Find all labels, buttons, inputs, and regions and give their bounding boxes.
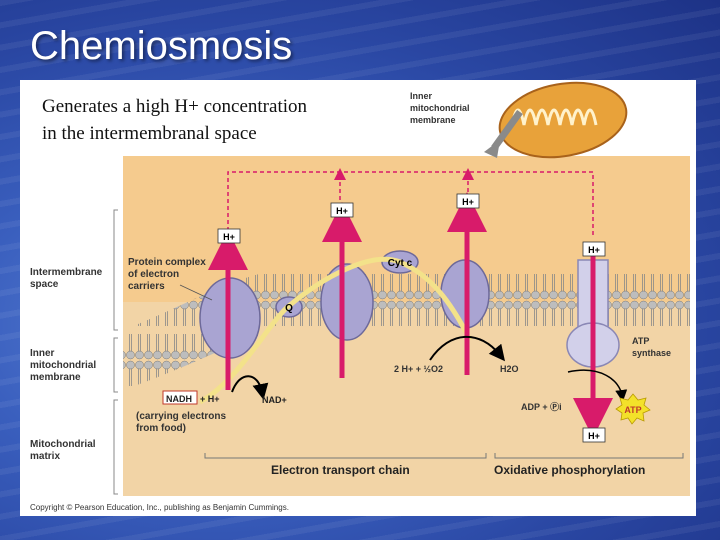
proton-badge: H+ [330,202,354,218]
nadh-box [162,390,198,405]
proton-badge: H+ [582,427,606,443]
svg-text:H+: H+ [588,431,600,441]
section-label-oxphos: Oxidative phosphorylation [494,463,645,477]
nad-plus-label: NAD+ [262,395,287,405]
mitochondrion-icon [498,81,628,159]
proton-badge: H+ [217,228,241,244]
slide-title: Chemiosmosis [30,24,293,68]
proton-badge: H+ [456,193,480,209]
inner-membrane-bilayer [123,268,690,390]
section-label-etc: Electron transport chain [271,463,410,477]
svg-text:H+: H+ [223,232,235,242]
region-label-intermembrane: Intermembrane space [30,267,105,290]
protein-complex-3 [320,263,374,341]
region-label-matrix: Mitochondrial matrix [30,439,98,462]
nadh-plus-label: + H+ [200,394,220,404]
proton-flow-dashed-path [227,171,594,238]
atp-formation-arrow [567,369,628,402]
slide-caption: Generates a high H+ concentration in the… [42,93,402,147]
adp-label: ADP + Ⓟi [521,401,562,412]
copyright-notice: Copyright © Pearson Education, Inc., pub… [30,503,289,512]
etc-section-bracket [204,453,487,459]
region-bracket [113,337,118,393]
svg-text:ATP: ATP [624,405,641,415]
caption-line: Generates a high H+ concentration [42,96,307,117]
atp-starburst: ATP [615,393,651,425]
region-bracket [113,209,118,331]
protein-complex-label: Protein complex of electron carriers [128,257,209,292]
region-label-inner-membrane: Inner mitochondrial membrane [30,348,99,383]
water-product-label: H2O [500,364,519,374]
oxphos-section-bracket [494,453,684,459]
water-reaction-label: 2 H+ + ½O2 [394,364,443,374]
svg-text:H+: H+ [336,206,348,216]
inner-membrane-callout: Inner mitochondrial membrane [410,91,472,125]
water-reaction-arrow [429,335,506,362]
svg-text:H+: H+ [462,197,474,207]
cyt-c-label: Cyt c [388,258,413,269]
proton-badge: H+ [582,241,606,257]
nadh-oxidation-arrow [231,375,269,400]
caption-line: in the intermembranal space [42,123,257,144]
atp-synthase-label: ATP synthase [632,336,671,358]
nadh-note: (carrying electrons from food) [136,411,229,434]
q-label: Q [285,303,293,314]
svg-text:H+: H+ [588,245,600,255]
region-bracket [113,399,118,495]
nadh-label: NADH [166,394,192,404]
